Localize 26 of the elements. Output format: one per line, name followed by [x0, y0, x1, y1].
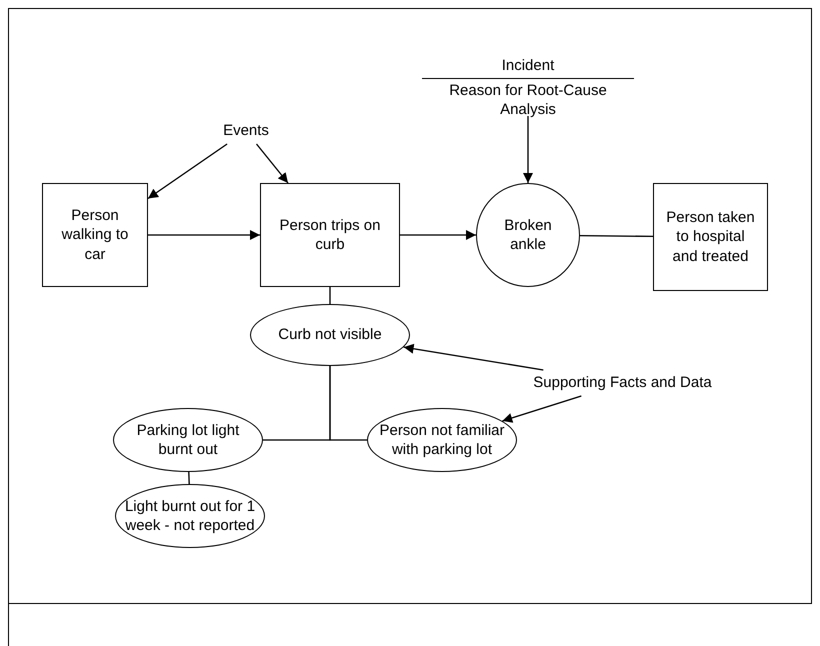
- node-label: Person walking to car: [60, 206, 130, 264]
- node-label: Light burnt out for 1 week - not reported: [124, 496, 256, 536]
- node-label: Person taken to hospital and treated: [665, 208, 756, 266]
- arrow: [400, 230, 476, 240]
- arrow: [148, 230, 260, 240]
- node-label: Parking lot light burnt out: [136, 420, 240, 460]
- connector-line: [580, 234, 653, 238]
- annotation-text: Supporting Facts and Data: [533, 373, 712, 393]
- connector-line: [329, 287, 331, 304]
- node-label: Broken ankle: [503, 216, 553, 254]
- annotation-text: Reason for Root-Cause Analysis: [422, 78, 634, 120]
- node-label: Person not familiar with parking lot: [378, 420, 506, 460]
- process-box: [42, 183, 148, 287]
- connector-line: [329, 366, 367, 441]
- annotation-text: Incident: [502, 56, 554, 76]
- arrow: [523, 116, 533, 183]
- arrow: [502, 395, 582, 423]
- connector-line: [188, 472, 190, 484]
- arrow: [404, 344, 544, 371]
- annotation-text: Events: [223, 121, 269, 141]
- node-label: Curb not visible: [278, 325, 382, 345]
- arrow: [148, 143, 228, 200]
- node-label: Person trips on curb: [278, 216, 382, 254]
- process-box: [653, 183, 768, 291]
- process-box: [260, 183, 400, 287]
- arrow: [256, 144, 288, 184]
